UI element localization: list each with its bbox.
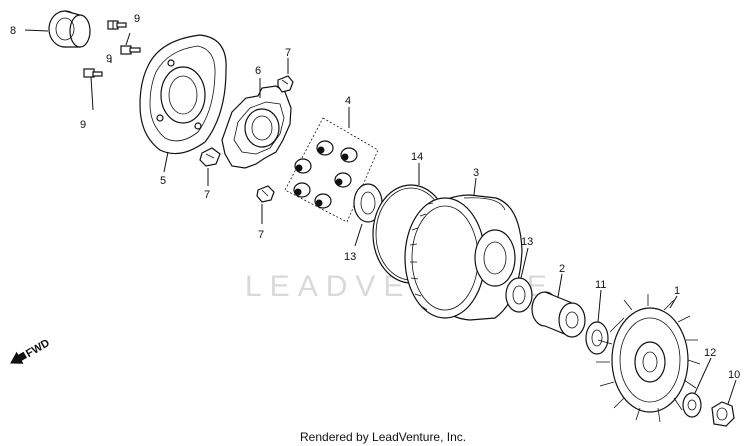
- part-12-washer[interactable]: [682, 392, 702, 418]
- footer-credit: Rendered by LeadVenture, Inc.: [300, 430, 466, 444]
- part-9-bolt-b[interactable]: [120, 45, 141, 55]
- part-13-washer-lower[interactable]: [505, 277, 533, 313]
- callout-7-b: 7: [204, 189, 210, 201]
- callout-13-a: 13: [344, 251, 356, 263]
- part-4-roller-set[interactable]: [284, 117, 379, 223]
- callout-5: 5: [160, 175, 166, 187]
- part-7-clip-c[interactable]: [256, 185, 275, 203]
- callout-7-c: 7: [258, 229, 264, 241]
- part-9-bolt-c[interactable]: [83, 68, 103, 78]
- callout-14: 14: [411, 151, 423, 163]
- callout-8: 8: [10, 25, 16, 37]
- part-7-clip-b[interactable]: [199, 147, 221, 167]
- part-9-bolt-a[interactable]: [107, 20, 127, 30]
- callout-9-b: 9: [106, 53, 112, 65]
- callout-11: 11: [595, 279, 606, 291]
- leader-lines: [24, 21, 737, 405]
- fwd-label: FWD: [24, 337, 52, 360]
- callout-12: 12: [704, 347, 716, 359]
- part-10-nut[interactable]: [711, 401, 735, 427]
- callout-1: 1: [674, 285, 680, 297]
- callout-4: 4: [345, 95, 351, 107]
- part-2-bushing[interactable]: [531, 291, 586, 338]
- fwd-arrow-icon: FWD: [10, 337, 52, 364]
- callout-9-c: 9: [80, 119, 86, 131]
- part-13-washer-upper[interactable]: [353, 183, 383, 223]
- callout-6: 6: [255, 65, 261, 77]
- part-7-clip-a[interactable]: [277, 75, 294, 93]
- callout-3: 3: [473, 167, 479, 179]
- part-11-washer[interactable]: [585, 321, 609, 355]
- callout-10: 10: [728, 369, 740, 381]
- part-5-plate[interactable]: [139, 34, 227, 155]
- part-6-drive-plate[interactable]: [221, 85, 292, 169]
- callout-9-a: 9: [134, 13, 140, 25]
- part-8-cap[interactable]: [48, 10, 91, 48]
- part-3-clutch-outer[interactable]: [404, 194, 523, 321]
- callout-2: 2: [559, 263, 565, 275]
- callout-13-b: 13: [521, 236, 533, 248]
- callout-7-a: 7: [285, 47, 291, 59]
- part-1-fan[interactable]: [596, 294, 701, 423]
